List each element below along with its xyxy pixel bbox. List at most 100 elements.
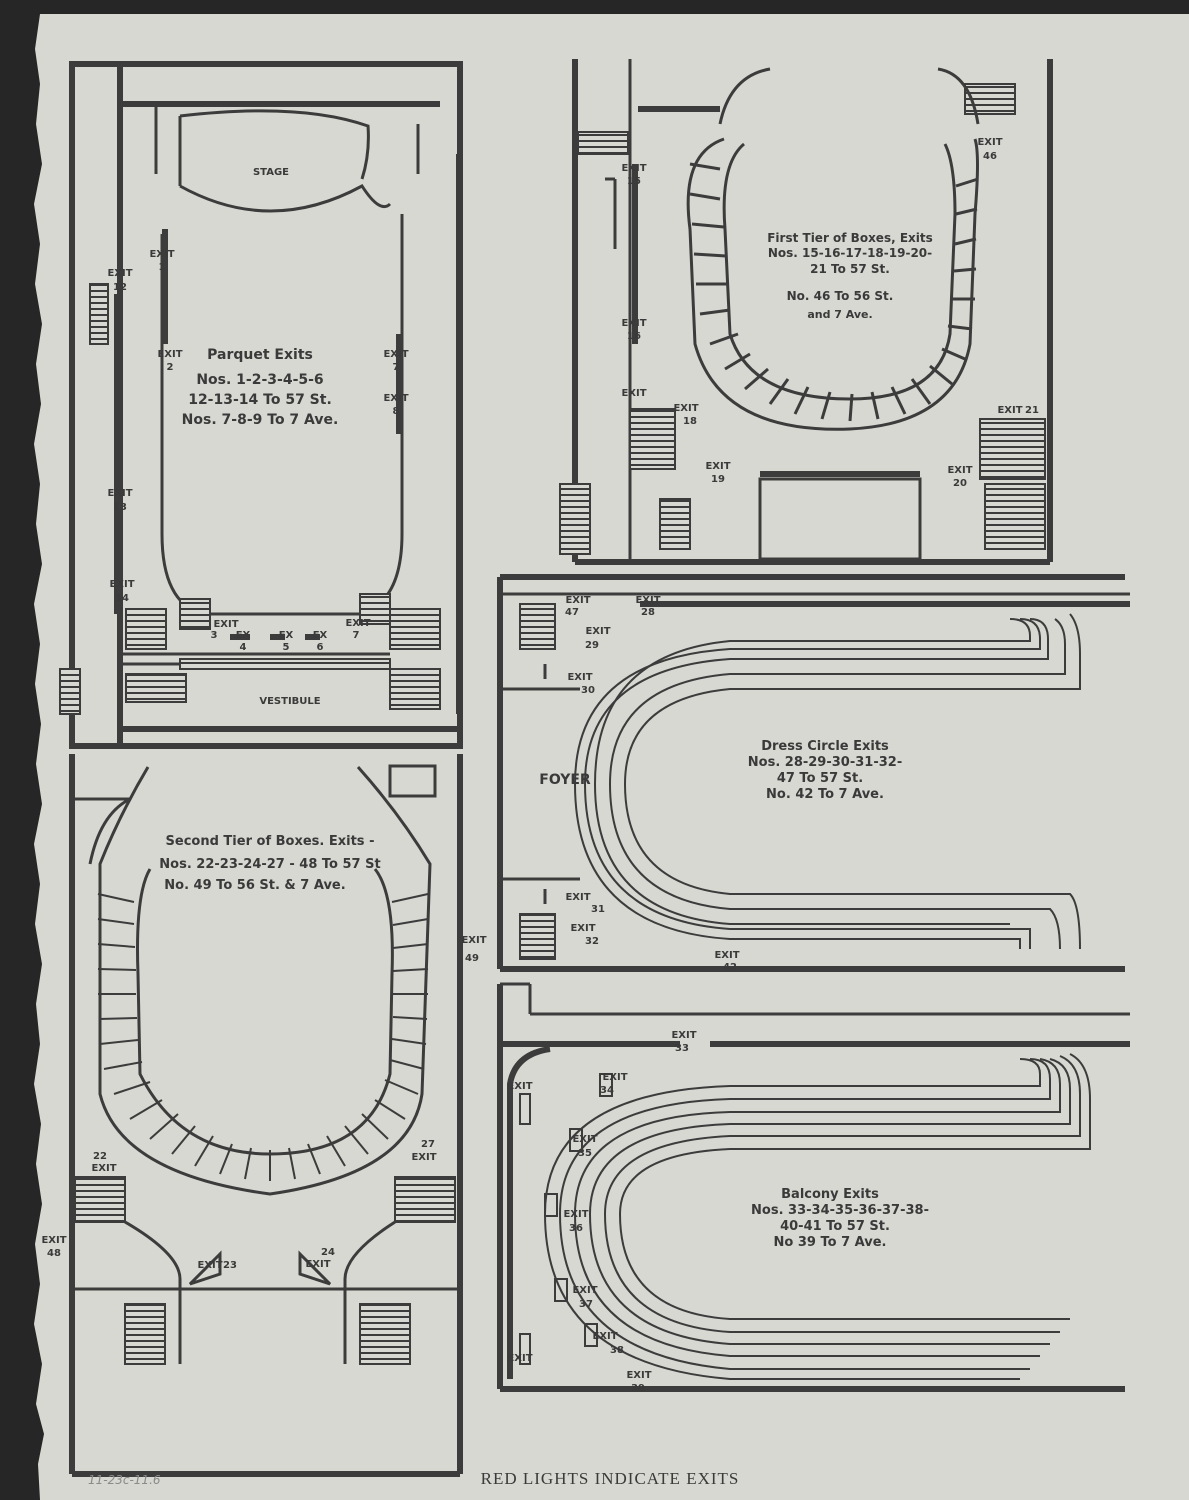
svg-text:EXIT: EXIT xyxy=(714,950,739,961)
first-tier-line-5: and 7 Ave. xyxy=(807,308,872,321)
svg-text:23: 23 xyxy=(223,1260,237,1271)
svg-text:EXIT: EXIT xyxy=(107,268,132,279)
svg-text:EXIT: EXIT xyxy=(567,672,592,683)
svg-text:16: 16 xyxy=(627,331,641,342)
svg-text:EXIT: EXIT xyxy=(705,461,730,472)
svg-text:2: 2 xyxy=(167,362,174,373)
svg-text:EXIT: EXIT xyxy=(626,1370,651,1381)
svg-text:EXIT: EXIT xyxy=(565,892,590,903)
balcony-line-2: Nos. 33-34-35-36-37-38- xyxy=(751,1203,929,1218)
svg-text:EXIT: EXIT xyxy=(621,163,646,174)
stage-label: STAGE xyxy=(253,167,289,178)
svg-text:EXIT: EXIT xyxy=(585,626,610,637)
dress-circle-line-3: 47 To 57 St. xyxy=(777,771,863,786)
balcony-line-3: 40-41 To 57 St. xyxy=(780,1219,890,1234)
svg-text:8: 8 xyxy=(393,406,400,417)
first-tier-line-4: No. 46 To 56 St. xyxy=(787,289,894,303)
vestibule-label: VESTIBULE xyxy=(259,696,320,707)
svg-text:29: 29 xyxy=(585,640,599,651)
svg-text:EXIT: EXIT xyxy=(305,1259,330,1270)
svg-text:33: 33 xyxy=(675,1043,689,1054)
first-tier-line-2: Nos. 15-16-17-18-19-20- xyxy=(768,246,932,260)
first-tier-exit-labels: EXIT 15 EXIT 16 EXIT 16 EXIT 18 EXIT 19 … xyxy=(621,137,1039,489)
svg-text:EXIT: EXIT xyxy=(565,595,590,606)
svg-text:36: 36 xyxy=(569,1223,583,1234)
svg-text:EXIT: EXIT xyxy=(411,1152,436,1163)
svg-text:EXIT: EXIT xyxy=(671,1030,696,1041)
svg-text:EXIT: EXIT xyxy=(91,1163,116,1174)
svg-text:1: 1 xyxy=(159,262,166,273)
second-tier-line-1: Second Tier of Boxes. Exits - xyxy=(166,834,375,849)
svg-text:48: 48 xyxy=(47,1248,61,1259)
svg-text:7: 7 xyxy=(353,630,360,641)
svg-text:34: 34 xyxy=(600,1085,614,1096)
svg-text:5: 5 xyxy=(283,642,290,653)
svg-text:13: 13 xyxy=(113,502,127,513)
second-tier-line-3: No. 49 To 56 St. & 7 Ave. xyxy=(164,878,345,893)
svg-text:EXIT: EXIT xyxy=(635,595,660,606)
balcony-exit-labels: EXIT 33 EXIT EXIT 34 EXIT 35 EXIT 36 EXI… xyxy=(507,1030,696,1394)
svg-text:22: 22 xyxy=(93,1151,107,1162)
svg-text:EXIT: EXIT xyxy=(41,1235,66,1246)
svg-text:37: 37 xyxy=(579,1299,593,1310)
svg-text:EXIT: EXIT xyxy=(507,1081,532,1092)
balcony-line-1: Balcony Exits xyxy=(781,1187,879,1202)
svg-text:27: 27 xyxy=(421,1139,435,1150)
svg-text:32: 32 xyxy=(585,936,599,947)
second-tier-line-2: Nos. 22-23-24-27 - 48 To 57 St xyxy=(159,857,380,872)
svg-text:39: 39 xyxy=(631,1383,645,1394)
svg-text:49: 49 xyxy=(465,953,479,964)
svg-text:EXIT: EXIT xyxy=(572,1285,597,1296)
dress-circle-exit-labels: EXIT 47 EXIT 28 EXIT 29 EXIT 30 EXIT 31 … xyxy=(565,595,740,973)
second-tier-box-partitions xyxy=(97,893,429,1181)
second-tier-exit-labels: 22 EXIT EXIT 23 24 EXIT 27 EXIT EXIT 48 … xyxy=(41,935,486,1271)
svg-text:EXIT: EXIT xyxy=(197,1260,222,1271)
svg-text:EXIT: EXIT xyxy=(563,1209,588,1220)
first-tier-plan: First Tier of Boxes, Exits Nos. 15-16-17… xyxy=(559,59,1053,565)
svg-text:EXIT: EXIT xyxy=(383,393,408,404)
svg-text:EXIT: EXIT xyxy=(592,1331,617,1342)
svg-text:EXIT: EXIT xyxy=(157,349,182,360)
svg-text:EXIT: EXIT xyxy=(621,318,646,329)
dress-circle-line-4: No. 42 To 7 Ave. xyxy=(766,787,884,802)
svg-text:30: 30 xyxy=(581,685,595,696)
svg-text:EX: EX xyxy=(236,630,251,641)
svg-text:EXIT: EXIT xyxy=(977,137,1002,148)
catalog-note: 11-23c-11.6 xyxy=(88,1473,161,1487)
svg-text:EXIT: EXIT xyxy=(461,935,486,946)
svg-text:EXIT: EXIT xyxy=(621,388,646,399)
svg-text:EXIT: EXIT xyxy=(997,405,1022,416)
dress-circle-line-2: Nos. 28-29-30-31-32- xyxy=(748,755,902,770)
svg-text:EXIT: EXIT xyxy=(602,1072,627,1083)
svg-text:42: 42 xyxy=(723,962,737,973)
parquet-line-1: Nos. 1-2-3-4-5-6 xyxy=(196,372,323,388)
parquet-title: Parquet Exits xyxy=(207,347,313,363)
svg-text:15: 15 xyxy=(627,176,641,187)
svg-text:31: 31 xyxy=(591,904,605,915)
first-tier-line-3: 21 To 57 St. xyxy=(810,262,890,276)
svg-text:6: 6 xyxy=(317,642,324,653)
svg-text:EXIT: EXIT xyxy=(507,1353,532,1364)
svg-text:EXIT: EXIT xyxy=(947,465,972,476)
svg-text:21: 21 xyxy=(1025,405,1039,416)
dress-circle-line-1: Dress Circle Exits xyxy=(761,739,889,754)
svg-text:3: 3 xyxy=(211,630,218,641)
svg-text:46: 46 xyxy=(983,151,997,162)
svg-text:4: 4 xyxy=(240,642,247,653)
svg-text:EXIT: EXIT xyxy=(109,579,134,590)
footer-caption: RED LIGHTS INDICATE EXITS xyxy=(481,1469,740,1488)
balcony-rows xyxy=(543,1053,1091,1380)
parquet-exit-labels: EXIT 1 EXIT 2 EXIT 7 EXIT 8 EXIT 12 EXIT… xyxy=(107,249,408,653)
svg-text:24: 24 xyxy=(321,1247,335,1258)
svg-text:EXIT: EXIT xyxy=(213,619,238,630)
svg-text:7: 7 xyxy=(393,362,400,373)
svg-text:EXIT: EXIT xyxy=(572,1134,597,1145)
svg-text:38: 38 xyxy=(610,1345,624,1356)
svg-text:EXIT: EXIT xyxy=(673,403,698,414)
svg-text:18: 18 xyxy=(683,416,697,427)
svg-text:EXIT: EXIT xyxy=(107,488,132,499)
first-tier-box-partitions xyxy=(689,162,979,422)
svg-text:35: 35 xyxy=(578,1148,592,1159)
theatre-floor-plans: STAGE VESTIBULE Parquet Exits Nos. 1-2-3… xyxy=(34,14,1189,1500)
svg-text:12: 12 xyxy=(113,282,127,293)
